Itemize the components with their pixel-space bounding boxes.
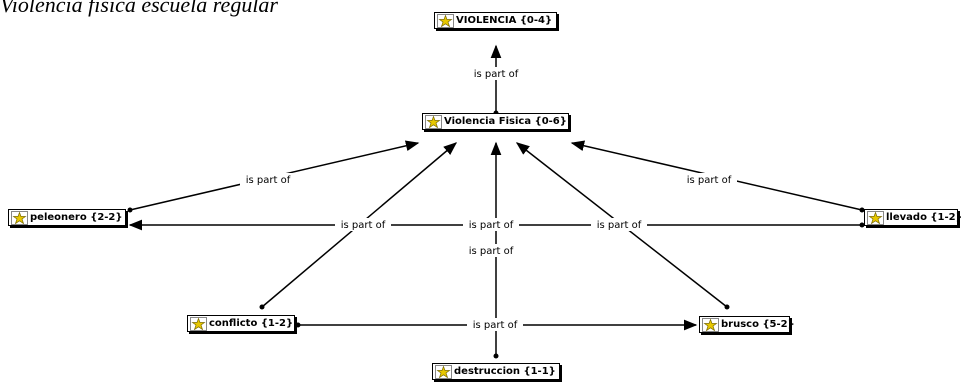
code-star-icon <box>867 210 884 225</box>
node-destruccion[interactable]: destruccion {1-1} <box>432 363 560 380</box>
edge-label-peleonero-violencia-fisica: is part of <box>246 175 291 186</box>
edge-label-llevado-peleonero: is part of <box>341 220 386 231</box>
edge-label-llevado-violencia-fisica: is part of <box>687 175 732 186</box>
edge-label-destruccion-violencia-fisica: is part of <box>469 246 514 257</box>
edge-labels: is part of is part of is part of is part… <box>240 67 737 331</box>
diagram-title: Violencia física escuela regular <box>0 0 278 17</box>
node-label: brusco {5-2} <box>721 319 795 330</box>
code-star-icon <box>425 114 442 129</box>
node-label: VIOLENCIA {0-4} <box>456 15 553 26</box>
code-star-icon <box>190 316 207 331</box>
code-star-icon <box>437 13 454 28</box>
edge-label-brusco-violencia-fisica: is part of <box>597 220 642 231</box>
edge-label-violencia-fisica-violencia: is part of <box>474 69 519 80</box>
edge-label-conflicto-violencia-fisica: is part of <box>469 220 514 231</box>
node-brusco[interactable]: brusco {5-2} <box>699 316 795 333</box>
code-star-icon <box>702 317 719 332</box>
node-violencia-fisica[interactable]: Violencia Fisica {0-6} <box>422 113 569 130</box>
node-llevado[interactable]: llevado {1-2} <box>864 209 961 226</box>
code-star-icon <box>11 210 28 225</box>
node-label: conflicto {1-2} <box>209 318 294 329</box>
node-label: peleonero {2-2} <box>30 212 123 223</box>
node-label: destruccion {1-1} <box>454 366 556 377</box>
node-violencia[interactable]: VIOLENCIA {0-4} <box>434 12 557 29</box>
node-label: llevado {1-2} <box>886 212 961 223</box>
node-peleonero[interactable]: peleonero {2-2} <box>8 209 126 226</box>
code-star-icon <box>435 364 452 379</box>
node-conflicto[interactable]: conflicto {1-2} <box>187 315 295 332</box>
edge-label-conflicto-brusco: is part of <box>473 320 518 331</box>
node-label: Violencia Fisica {0-6} <box>444 116 567 127</box>
